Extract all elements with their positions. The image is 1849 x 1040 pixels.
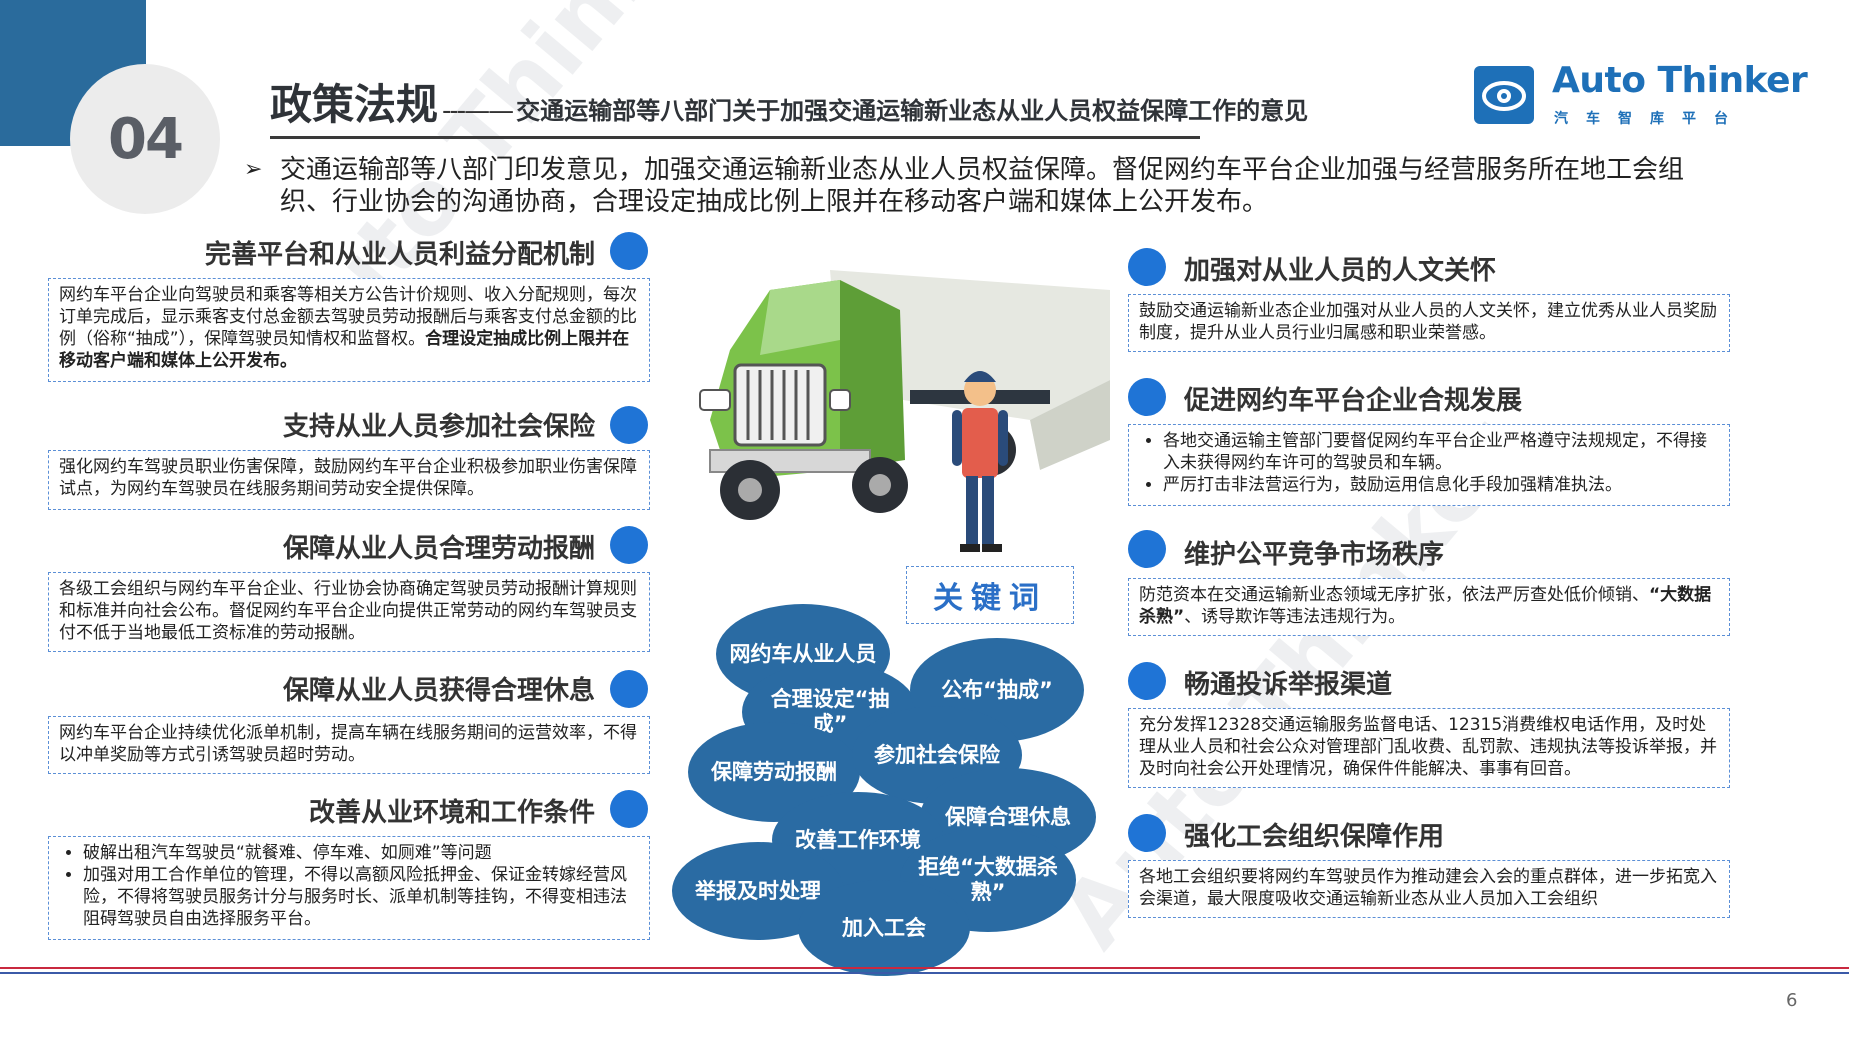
left-heading-2: 支持从业人员参加社会保险 xyxy=(282,412,595,442)
left-box-2-text: 强化网约车驾驶员职业伤害保障，鼓励网约车平台企业积极参加职业伤害保障试点，为网约… xyxy=(59,457,637,499)
section-dot-icon xyxy=(1128,248,1166,286)
logo-tagline: 汽车智库平台 xyxy=(1554,111,1746,127)
title-main: 政策法规 xyxy=(270,80,439,129)
section-dot-icon xyxy=(610,526,648,564)
logo: Auto Thinker 汽车智库平台 xyxy=(1474,60,1808,128)
arrow-bullet-icon: ➢ xyxy=(244,157,263,182)
section-dot-icon xyxy=(1128,662,1166,700)
left-box-4-text: 网约车平台企业持续优化派单机制，提高车辆在线服务期间的运营效率，不得以冲单奖励等… xyxy=(59,723,637,765)
right-box-3: 防范资本在交通运输新业态领域无序扩张，依法严厉查处低价倾销、“大数据杀熟”、诱导… xyxy=(1128,578,1730,636)
right-box-3-tail: 、诱导欺诈等违法违规行为。 xyxy=(1184,607,1406,627)
right-box-2-list: 各地交通运输主管部门要督促网约车平台企业严格遵守法规规定，不得接入未获得网约车许… xyxy=(1139,430,1719,496)
left-heading-1: 完善平台和从业人员利益分配机制 xyxy=(204,240,595,270)
right-heading-3: 维护公平竞争市场秩序 xyxy=(1184,540,1445,570)
truck-illustration xyxy=(690,270,1110,560)
list-item: 破解出租汽车驾驶员“就餐难、停车难、如厕难”等问题 xyxy=(83,842,639,864)
left-box-1-text: 网约车平台企业向驾驶员和乘客等相关方公告计价规则、收入分配规则，每次订单完成后，… xyxy=(59,285,637,349)
right-heading-4: 畅通投诉举报渠道 xyxy=(1184,670,1393,700)
title-sub: 交通运输部等八部门关于加强交通运输新业态从业人员权益保障工作的意见 xyxy=(516,97,1309,125)
left-heading-3: 保障从业人员合理劳动报酬 xyxy=(282,534,595,564)
intro-text: 交通运输部等八部门印发意见，加强交通运输新业态从业人员权益保障。督促网约车平台企… xyxy=(280,155,1685,217)
list-item: 各地交通运输主管部门要督促网约车平台企业严格遵守法规规定，不得接入未获得网约车许… xyxy=(1163,430,1719,474)
section-dot-icon xyxy=(1128,814,1166,852)
left-box-3-text: 各级工会组织与网约车平台企业、行业协会协商确定驾驶员劳动报酬计算规则和标准并向社… xyxy=(59,579,637,643)
left-box-5: 破解出租汽车驾驶员“就餐难、停车难、如厕难”等问题 加强对用工合作单位的管理，不… xyxy=(48,836,650,940)
title-dash: ---—— xyxy=(442,96,514,126)
section-dot-icon xyxy=(1128,530,1166,568)
left-heading-4: 保障从业人员获得合理休息 xyxy=(282,676,595,706)
left-heading-5: 改善从业环境和工作条件 xyxy=(308,798,595,828)
footer-line-blue xyxy=(0,972,1849,974)
right-box-3-bold: “大数据杀熟” xyxy=(1139,585,1712,627)
footer-line-red xyxy=(0,967,1849,969)
right-box-1: 鼓励交通运输新业态企业加强对从业人员的人文关怀，建立优秀从业人员奖励制度，提升从… xyxy=(1128,294,1730,352)
right-box-5-text: 各地工会组织要将网约车驾驶员作为推动建会入会的重点群体，进一步拓宽入会渠道，最大… xyxy=(1139,867,1717,909)
section-number: 04 xyxy=(70,64,220,214)
left-box-1-bold: 合理设定抽成比例上限并在移动客户端和媒体上公开发布。 xyxy=(59,329,630,371)
right-box-1-text: 鼓励交通运输新业态企业加强对从业人员的人文关怀，建立优秀从业人员奖励制度，提升从… xyxy=(1139,301,1717,343)
section-dot-icon xyxy=(610,406,648,444)
right-box-2: 各地交通运输主管部门要督促网约车平台企业严格遵守法规规定，不得接入未获得网约车许… xyxy=(1128,424,1730,506)
section-dot-icon xyxy=(1128,378,1166,416)
right-box-4: 充分发挥12328交通运输服务监督电话、12315消费维权电话作用，及时处理从业… xyxy=(1128,708,1730,788)
section-dot-icon xyxy=(610,232,648,270)
left-box-2: 强化网约车驾驶员职业伤害保障，鼓励网约车平台企业积极参加职业伤害保障试点，为网约… xyxy=(48,450,650,510)
left-box-1: 网约车平台企业向驾驶员和乘客等相关方公告计价规则、收入分配规则，每次订单完成后，… xyxy=(48,278,650,382)
left-box-4: 网约车平台企业持续优化派单机制，提高车辆在线服务期间的运营效率，不得以冲单奖励等… xyxy=(48,716,650,774)
title-underline xyxy=(270,136,1200,139)
right-box-3-text: 防范资本在交通运输新业态领域无序扩张，依法严厉查处低价倾销、 xyxy=(1139,585,1649,605)
section-dot-icon xyxy=(610,790,648,828)
intro-paragraph: ➢ 交通运输部等八部门印发意见，加强交通运输新业态从业人员权益保障。督促网约车平… xyxy=(244,154,1684,218)
right-heading-1: 加强对从业人员的人文关怀 xyxy=(1184,256,1497,286)
truck-icon xyxy=(699,270,1110,552)
page-number: 6 xyxy=(1786,990,1798,1011)
page-title: 政策法规 ---—— 交通运输部等八部门关于加强交通运输新业态从业人员权益保障工… xyxy=(270,80,1309,132)
right-box-4-text: 充分发挥12328交通运输服务监督电话、12315消费维权电话作用，及时处理从业… xyxy=(1139,715,1717,779)
section-dot-icon xyxy=(610,670,648,708)
keyword-bubble: 举报及时处理 xyxy=(672,842,844,940)
list-item: 严厉打击非法营运行为，鼓励运用信息化手段加强精准执法。 xyxy=(1163,474,1719,496)
right-heading-5: 强化工会组织保障作用 xyxy=(1184,822,1445,852)
logo-name: Auto Thinker xyxy=(1552,60,1808,101)
left-box-5-list: 破解出租汽车驾驶员“就餐难、停车难、如厕难”等问题 加强对用工合作单位的管理，不… xyxy=(59,842,639,930)
right-box-5: 各地工会组织要将网约车驾驶员作为推动建会入会的重点群体，进一步拓宽入会渠道，最大… xyxy=(1128,860,1730,918)
left-box-3: 各级工会组织与网约车平台企业、行业协会协商确定驾驶员劳动报酬计算规则和标准并向社… xyxy=(48,572,650,652)
list-item: 加强对用工合作单位的管理，不得以高额风险抵押金、保证金转嫁经营风险，不得将驾驶员… xyxy=(83,864,639,930)
logo-eye-icon xyxy=(1474,66,1534,124)
keyword-bubble: 加入工会 xyxy=(798,880,970,976)
keywords-title: 关键词 xyxy=(906,566,1074,624)
right-heading-2: 促进网约车平台企业合规发展 xyxy=(1184,386,1523,416)
